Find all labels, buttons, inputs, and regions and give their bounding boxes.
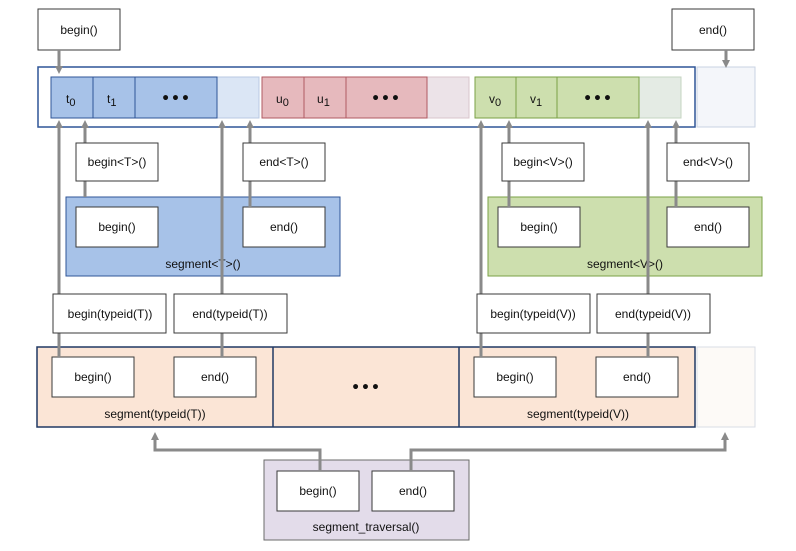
begin-t-label-box [75,142,159,182]
top-end-box [671,8,755,51]
segments-past-end [696,346,756,428]
segment-t-end-box [242,206,326,248]
u1-element [303,76,347,119]
traversal-name: segment_traversal() [313,520,420,534]
end-typeid-v-label: end(typeid(V)) [615,307,691,321]
u1-label: u1 [317,92,330,109]
segment-t-end-label: end() [270,220,298,234]
traversal-begin-label: begin() [299,484,336,498]
segment-typeid-v-end-label: end() [623,370,651,384]
u-more-elements [345,76,428,119]
segment-typeid-v-begin-label: begin() [496,370,533,384]
end-v-label-box [666,142,750,182]
segment-typeid-v-end-box [595,356,679,398]
segment-v-end-label: end() [694,220,722,234]
segment-typeid-t-end-label: end() [201,370,229,384]
segment-t-begin-label: begin() [98,220,135,234]
segment-typeid-v-name: segment(typeid(V)) [527,407,629,421]
arrow-traversal-begin [151,432,322,471]
t1-label: t1 [107,92,116,109]
v-more-elements [556,76,640,119]
begin-typeid-t-label: begin(typeid(T)) [68,307,153,321]
top-begin-label: begin() [60,23,97,37]
begin-typeid-v-label: begin(typeid(V)) [490,307,575,321]
segment-typeid-v-begin-box [473,356,557,398]
t0-element [50,76,94,119]
end-t-label-box [242,142,326,182]
begin-typeid-v-box [476,293,591,334]
traversal-end-box [371,470,455,512]
top-begin-box [37,8,121,51]
end-typeid-t-label: end(typeid(T)) [192,307,267,321]
segment-v-end-box [666,206,750,248]
end-v-label: end<V>() [683,155,733,169]
traversal-end-label: end() [399,484,427,498]
segment-v-begin-label: begin() [520,220,557,234]
segment-typeid-t-begin-box [51,356,135,398]
top-end-label: end() [699,23,727,37]
v0-label: v0 [489,92,501,109]
begin-typeid-t-box [52,293,167,334]
segment-v-name: segment<V>() [587,257,663,271]
v1-element [515,76,558,119]
traversal-begin-box [276,470,360,512]
segments-ellipsis: ••• [351,380,381,396]
segment-t-name: segment<T>() [165,257,240,271]
t-ellipsis: ••• [161,91,191,107]
t-more-elements [134,76,218,119]
u-ellipsis: ••• [371,91,401,107]
end-typeid-v-box [596,293,711,334]
begin-v-label: begin<V>() [513,155,572,169]
u0-element [261,76,305,119]
segment-v-begin-box [497,206,581,248]
segment-typeid-t-begin-label: begin() [74,370,111,384]
begin-v-label-box [501,142,585,182]
end-t-label: end<T>() [259,155,308,169]
segment-t-begin-box [75,206,159,248]
v-ellipsis: ••• [583,91,613,107]
begin-t-label: begin<T>() [88,155,147,169]
segment-typeid-t-end-box [173,356,257,398]
u0-label: u0 [276,92,289,109]
segment-typeid-t-name: segment(typeid(T)) [104,407,205,421]
arrow-traversal-end [409,432,729,471]
container-past-end [696,66,756,128]
t0-label: t0 [66,92,75,109]
end-typeid-t-box [173,293,288,334]
segments-row-outline [36,346,696,428]
v1-label: v1 [530,92,542,109]
